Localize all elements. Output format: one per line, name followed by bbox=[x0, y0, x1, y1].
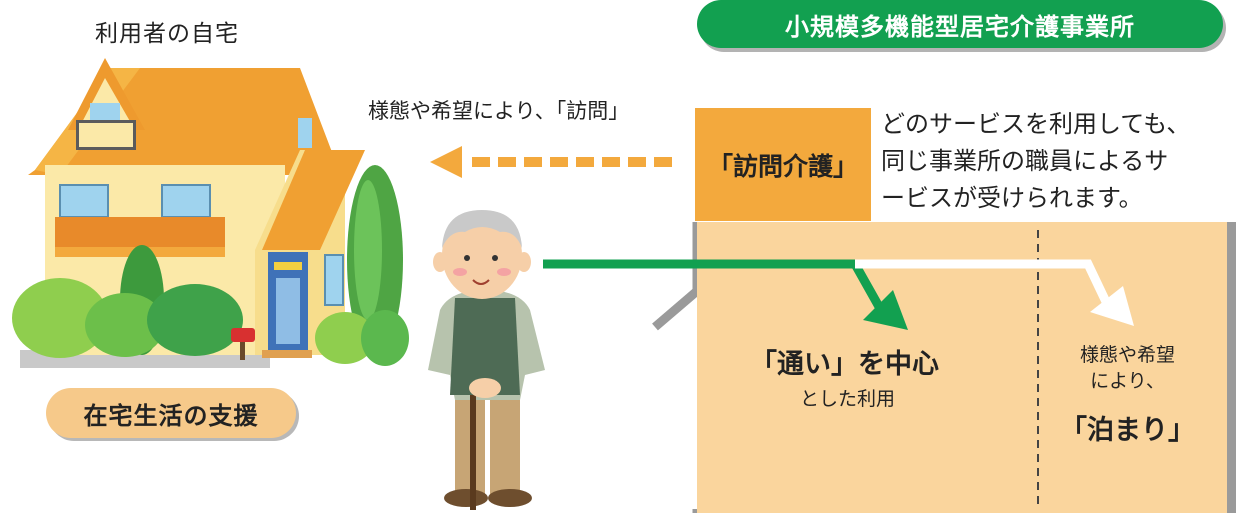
home-label: 利用者の自宅 bbox=[95, 21, 239, 47]
service-note-line: どのサービスを利用しても、 bbox=[881, 110, 1191, 138]
visit-reason-text: 様態や希望により、「訪問」 bbox=[368, 99, 630, 123]
elderly-person-illustration bbox=[428, 210, 545, 510]
stay-arrow bbox=[855, 259, 1134, 326]
service-note: どのサービスを利用しても、 同じ事業所の職員によるサ ービスが受けられます。 bbox=[881, 106, 1190, 217]
service-note-line: 同じ事業所の職員によるサ bbox=[881, 147, 1169, 175]
stay-label: 「泊まり」 bbox=[1060, 415, 1195, 446]
visit-care-box: 「訪問介護」 bbox=[695, 108, 871, 221]
day-service-sub: とした利用 bbox=[800, 388, 896, 410]
office-title: 小規模多機能型居宅介護事業所 bbox=[697, 0, 1223, 48]
support-badge: 在宅生活の支援 bbox=[46, 388, 296, 438]
stay-condition-line: により、 bbox=[1090, 370, 1165, 392]
office-building bbox=[652, 222, 1236, 513]
house-illustration bbox=[12, 58, 409, 368]
visit-arrow bbox=[430, 146, 672, 178]
stay-condition-line: 様態や希望 bbox=[1079, 344, 1175, 366]
service-note-line: ービスが受けられます。 bbox=[881, 184, 1143, 212]
stay-condition: 様態や希望 により、 bbox=[1040, 342, 1215, 394]
visit-care-label: 「訪問介護」 bbox=[707, 151, 858, 181]
day-service-label: 「通い」を中心 bbox=[750, 349, 939, 380]
